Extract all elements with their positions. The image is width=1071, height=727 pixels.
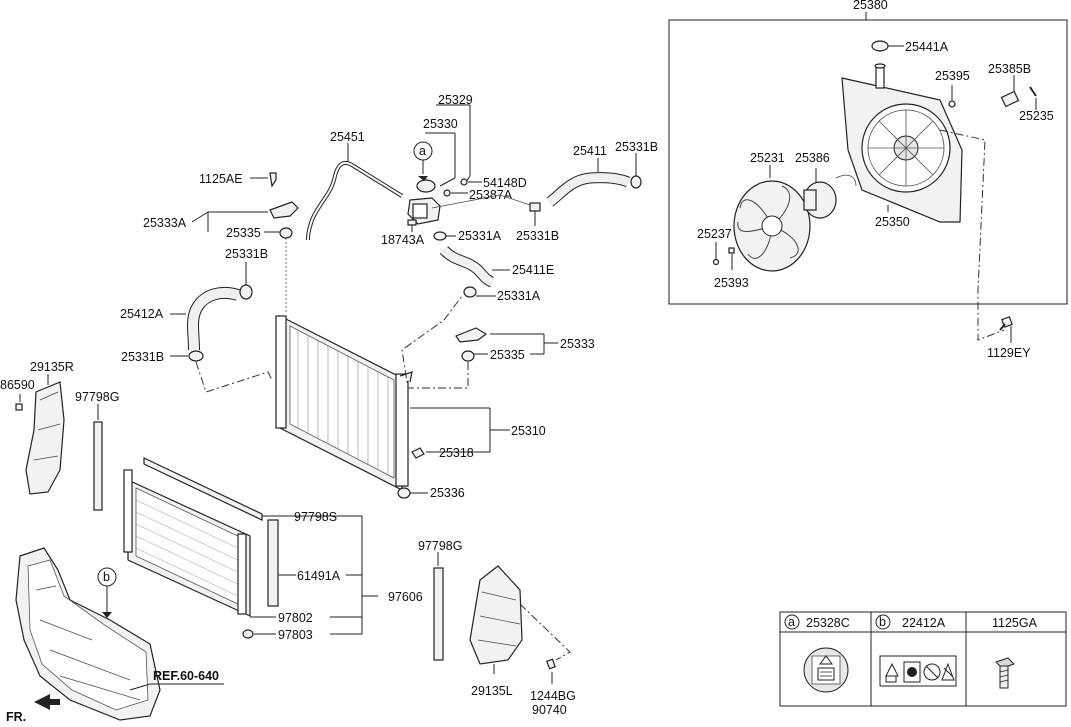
label-25330: 25330	[423, 117, 458, 131]
label-61491A: 61491A	[297, 569, 341, 583]
label-ref-60-640: REF.60-640	[153, 669, 219, 683]
washer-25393	[728, 247, 735, 254]
label-97798G-b: 97798G	[418, 539, 462, 553]
air-guard-right: 29135R 86590	[0, 360, 74, 495]
callout-b: b	[103, 570, 110, 584]
bolt-1129EY: 1129EY	[987, 316, 1031, 360]
label-1244BG: 1244BG	[530, 689, 576, 703]
front-arrow: FR.	[6, 694, 60, 724]
label-25237: 25237	[697, 227, 732, 241]
label-97802: 97802	[278, 611, 313, 625]
label-25318: 25318	[439, 446, 474, 460]
fan-blade	[733, 180, 811, 272]
label-25331B-c: 25331B	[225, 247, 268, 261]
label-25393: 25393	[714, 276, 749, 290]
label-25411: 25411	[573, 144, 607, 158]
cap-25330	[416, 179, 436, 193]
label-fr: FR.	[6, 710, 26, 724]
label-18743A: 18743A	[381, 233, 425, 247]
fan-assembly-group: 25380 25441A 25395 25385B 25235	[668, 0, 1068, 341]
label-25412A: 25412A	[120, 307, 164, 321]
label-25331B-a: 25331B	[516, 229, 559, 243]
front-end-module: b REF.60-640	[15, 547, 224, 721]
reservoir-area: 25329 25330 a 54148D 25387A 18743A 25331…	[306, 93, 658, 303]
condenser: 97798S 61491A 97606 97802 97803	[123, 457, 423, 642]
label-97803: 97803	[278, 628, 313, 642]
label-25395: 25395	[935, 69, 970, 83]
label-25441A: 25441A	[905, 40, 949, 54]
label-25350: 25350	[875, 215, 910, 229]
label-25380: 25380	[853, 0, 888, 12]
bolt-1125GA-icon	[995, 657, 1015, 689]
label-97606: 97606	[388, 590, 423, 604]
cap-25441A	[871, 40, 889, 52]
label-25235: 25235	[1019, 109, 1054, 123]
label-97798S: 97798S	[294, 510, 337, 524]
fan-shroud	[841, 63, 963, 223]
legend-part-22412A: 22412A	[902, 616, 946, 630]
nut-25237	[712, 258, 720, 266]
legend-part-25328C: 25328C	[806, 616, 850, 630]
label-25333: 25333	[560, 337, 595, 351]
label-25310: 25310	[511, 424, 546, 438]
label-25411E: 25411E	[512, 263, 554, 277]
label-1129EY: 1129EY	[987, 346, 1031, 360]
label-1125AE: 1125AE	[199, 172, 243, 186]
label-25331A-b: 25331A	[497, 289, 541, 303]
warning-label-icon	[879, 655, 957, 687]
label-97798G-a: 97798G	[75, 390, 119, 404]
callout-a: a	[419, 144, 426, 158]
label-25331B-d: 25331B	[121, 350, 164, 364]
legend-table: a 25328C b 22412A 1125GA	[779, 611, 1067, 707]
label-25451: 25451	[330, 130, 365, 144]
seal-strips: 97798G 97798G	[75, 390, 462, 661]
mount-upper-left: 1125AE 25333A 25335	[143, 172, 299, 314]
label-29135L: 29135L	[471, 684, 513, 698]
bolt-25395	[948, 100, 956, 108]
radiator	[275, 315, 413, 491]
label-29135R: 29135R	[30, 360, 74, 374]
connector-25385B	[1000, 90, 1020, 108]
lower-hose: 25331B 25412A 25331B	[120, 247, 273, 393]
label-25333A: 25333A	[143, 216, 187, 230]
legend-marker-b: b	[879, 615, 886, 629]
label-86590: 86590	[0, 378, 35, 392]
label-25335-top: 25335	[226, 226, 261, 240]
caution-cap-icon	[803, 647, 849, 693]
label-25335-b: 25335	[490, 348, 525, 362]
legend-part-1125GA: 1125GA	[992, 616, 1038, 630]
label-25386: 25386	[795, 151, 830, 165]
label-25331B-b: 25331B	[615, 140, 658, 154]
label-25231: 25231	[750, 151, 785, 165]
label-54148D: 54148D	[483, 176, 527, 190]
label-90740: 90740	[532, 703, 567, 717]
fan-motor	[803, 174, 857, 219]
air-guard-left: 29135L 1244BG 90740	[469, 565, 576, 717]
legend-marker-a: a	[788, 615, 795, 629]
label-25329: 25329	[438, 93, 473, 107]
label-25385B: 25385B	[988, 62, 1031, 76]
label-25331A-a: 25331A	[458, 229, 502, 243]
radiator-brackets: 25333 25335 25310 25318 25336	[397, 295, 595, 500]
label-25336: 25336	[430, 486, 465, 500]
